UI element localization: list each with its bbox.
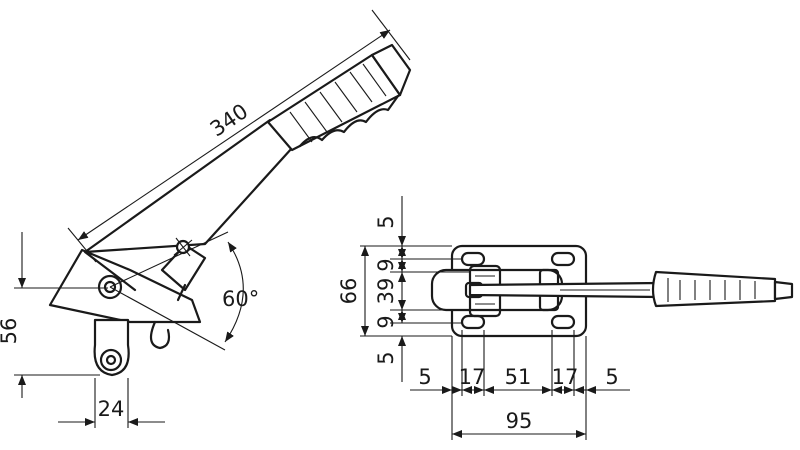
side-view: 340 56 24 60°	[0, 9, 412, 428]
dim-vertical-chain: 5 9 39 9 5 66	[337, 196, 470, 382]
dim-label-9-lower: 9	[374, 315, 398, 328]
dim-label-39: 39	[374, 278, 398, 305]
dim-label-bottom-5: 5	[374, 351, 398, 364]
dim-width-24: 24	[58, 378, 165, 428]
grip	[266, 53, 402, 152]
plunger-rod	[468, 281, 662, 299]
dim-label-60deg: 60°	[222, 287, 259, 311]
dim-angle-60: 60°	[109, 231, 259, 351]
dim-length-340: 340	[67, 9, 411, 263]
dim-label-56: 56	[0, 318, 21, 345]
dim-label-95: 95	[506, 409, 533, 433]
lever-arm	[83, 43, 412, 254]
dim-horizontal-chain: 5 17 51 17 5 95	[410, 330, 630, 440]
dim-label-9-upper: 9	[374, 258, 398, 271]
dim-label-51: 51	[505, 365, 532, 389]
dim-label-top-5: 5	[374, 215, 398, 228]
dim-label-340: 340	[206, 99, 253, 141]
clamp-body	[48, 237, 207, 377]
dim-label-left-5: 5	[418, 365, 431, 389]
top-grip	[651, 270, 794, 308]
dim-label-17-right: 17	[552, 365, 579, 389]
top-view: 5 9 39 9 5 66 5 17 51 17	[337, 196, 794, 440]
dim-label-right-5: 5	[605, 365, 618, 389]
dim-height-56: 56	[0, 232, 108, 398]
dim-label-66: 66	[337, 278, 361, 305]
dim-label-24: 24	[98, 397, 125, 421]
dim-label-17-left: 17	[459, 365, 486, 389]
